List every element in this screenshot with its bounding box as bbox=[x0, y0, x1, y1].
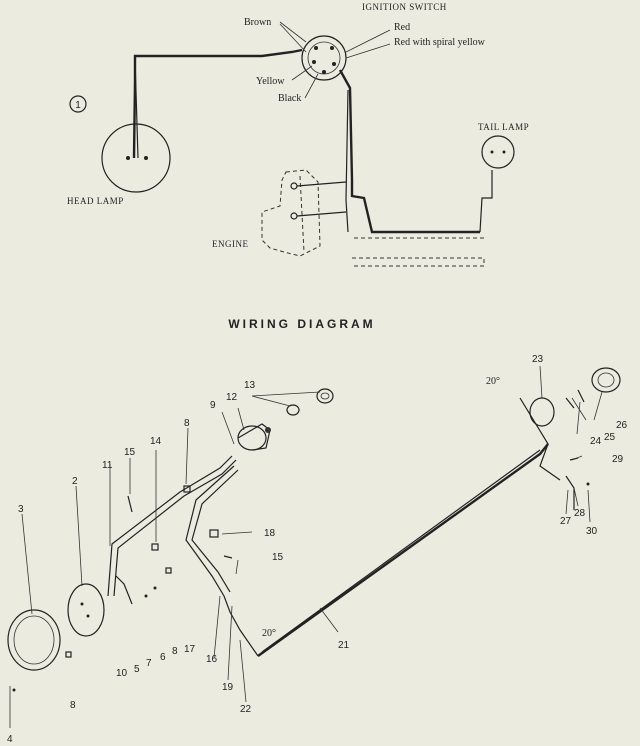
head-lamp-label: HEAD LAMP bbox=[67, 196, 124, 206]
part-numbers: 2 3 4 5 6 7 8 8 8 9 10 11 12 13 14 15 15… bbox=[7, 354, 628, 745]
part-number: 29 bbox=[612, 454, 624, 465]
wire-black-label: Black bbox=[278, 93, 301, 104]
part-number: 8 bbox=[184, 418, 190, 429]
diagram-title: WIRING DIAGRAM bbox=[228, 317, 375, 331]
part-number: 30 bbox=[586, 526, 598, 537]
part-number: 6 bbox=[160, 652, 166, 663]
part-number: 18 bbox=[264, 528, 276, 539]
wire-brown-label: Brown bbox=[244, 17, 271, 28]
angle-label-bottom: 20° bbox=[262, 628, 276, 639]
small-fasteners bbox=[12, 389, 590, 692]
engine-label: ENGINE bbox=[212, 239, 249, 249]
part-number: 23 bbox=[532, 354, 544, 365]
part-number: 15 bbox=[124, 447, 136, 458]
ignition-switch-label: IGNITION SWITCH bbox=[362, 2, 447, 12]
front-harness bbox=[107, 455, 259, 657]
part-number: 3 bbox=[18, 504, 24, 515]
part-number: 16 bbox=[206, 654, 218, 665]
top-wiring-harness bbox=[132, 48, 493, 234]
tail-lamp-lens-26 bbox=[591, 367, 621, 393]
head-lamp-rim-3 bbox=[7, 609, 61, 671]
part-number: 8 bbox=[70, 700, 76, 711]
part-number: 9 bbox=[210, 400, 216, 411]
part-number: 14 bbox=[150, 436, 162, 447]
part-number: 13 bbox=[244, 380, 256, 391]
wire-yellow-label: Yellow bbox=[256, 76, 285, 87]
ignition-switch-part bbox=[237, 423, 271, 451]
part-number: 19 bbox=[222, 682, 234, 693]
part-number: 25 bbox=[604, 432, 616, 443]
engine-symbol bbox=[261, 169, 347, 257]
part-number: 4 bbox=[7, 734, 13, 745]
part-number: 11 bbox=[102, 460, 113, 471]
part-number: 21 bbox=[338, 640, 350, 651]
wire-red-label: Red bbox=[394, 22, 410, 33]
part-number: 26 bbox=[616, 420, 628, 431]
head-lamp-symbol bbox=[101, 123, 171, 193]
part-number: 2 bbox=[72, 476, 78, 487]
wire-red-spiral-label: Red with spiral yellow bbox=[394, 37, 486, 48]
part-number: 27 bbox=[560, 516, 572, 527]
tail-lamp-part-23 bbox=[529, 397, 555, 427]
angle-label-top: 20° bbox=[486, 376, 500, 387]
part-number: 17 bbox=[184, 644, 196, 655]
head-lamp-body-2 bbox=[67, 583, 105, 637]
part-number: 8 bbox=[172, 646, 178, 657]
svg-text:1: 1 bbox=[75, 100, 81, 111]
part-number: 7 bbox=[146, 658, 152, 669]
part-number: 24 bbox=[590, 436, 602, 447]
tail-lamp-symbol bbox=[481, 135, 515, 169]
figure-marker: 1 bbox=[69, 95, 87, 113]
part-number: 12 bbox=[226, 392, 238, 403]
part-number: 5 bbox=[134, 664, 140, 675]
switch-rings-13 bbox=[251, 388, 334, 416]
part-number: 28 bbox=[574, 508, 586, 519]
part-number: 22 bbox=[240, 704, 252, 715]
part-number: 10 bbox=[116, 668, 128, 679]
tail-lamp-label: TAIL LAMP bbox=[478, 122, 529, 132]
part-number: 15 bbox=[272, 552, 284, 563]
main-harness-21 bbox=[257, 397, 561, 657]
ignition-switch-symbol bbox=[301, 35, 347, 81]
